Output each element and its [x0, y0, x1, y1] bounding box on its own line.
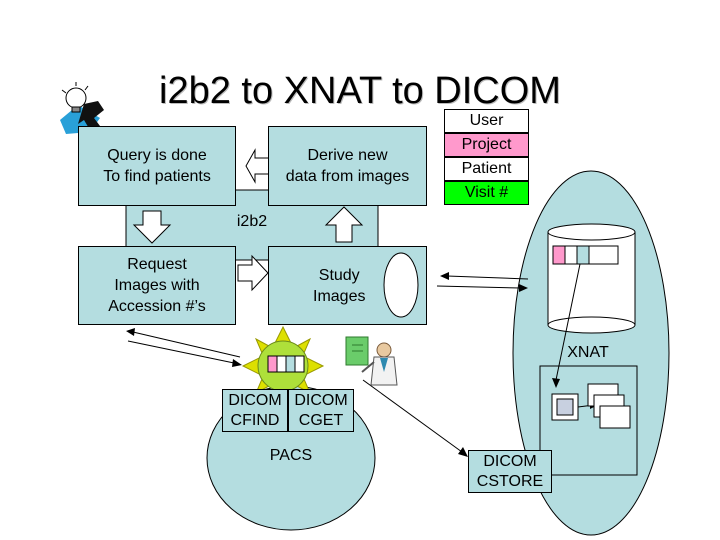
- page-title: i2b2 to XNAT to DICOM: [159, 70, 561, 112]
- legend-patient-label: Patient: [461, 160, 512, 177]
- dicom-cfind-label: DICOM CFIND: [228, 391, 282, 429]
- arrow-study-to-derive: [324, 206, 364, 243]
- legend-project-label: Project: [461, 136, 512, 153]
- derive-box-label: Derive new data from images: [285, 147, 410, 185]
- request-box-label: Request Images with Accession #’s: [108, 256, 206, 315]
- images-stack-icon: [551, 383, 631, 429]
- study-box-label: Study Images: [313, 266, 366, 305]
- legend-user: User: [444, 109, 529, 133]
- sun-record-icon: [241, 325, 325, 407]
- query-box-label: Query is done To find patients: [103, 147, 211, 185]
- dicom-cstore-box: DICOM CSTORE: [468, 450, 552, 493]
- dicom-cfind-box: DICOM CFIND: [222, 389, 288, 432]
- legend-user-label: User: [469, 112, 504, 129]
- study-box: Study Images: [268, 246, 427, 325]
- presenter-icon: [345, 336, 398, 386]
- xnat-label: XNAT: [567, 344, 609, 361]
- arrow-request-to-study: [237, 254, 269, 292]
- legend-visit: Visit #: [444, 181, 529, 205]
- dicom-cstore-label: DICOM CSTORE: [476, 452, 544, 490]
- derive-box: Derive new data from images: [268, 126, 427, 206]
- xnat-database-icon: [547, 223, 636, 334]
- legend-project: Project: [444, 133, 529, 157]
- pacs-label: PACS: [269, 447, 313, 464]
- legend-visit-label: Visit #: [464, 184, 509, 201]
- database-record: [552, 245, 619, 265]
- arrow-derive-to-query: [245, 148, 270, 184]
- legend-patient: Patient: [444, 157, 529, 181]
- request-box: Request Images with Accession #’s: [78, 246, 236, 325]
- query-box: Query is done To find patients: [78, 126, 236, 206]
- dicom-cget-box: DICOM CGET: [288, 389, 354, 432]
- i2b2-label: i2b2: [236, 213, 268, 230]
- arrow-query-to-request: [132, 210, 172, 244]
- dicom-cget-label: DICOM CGET: [294, 391, 348, 429]
